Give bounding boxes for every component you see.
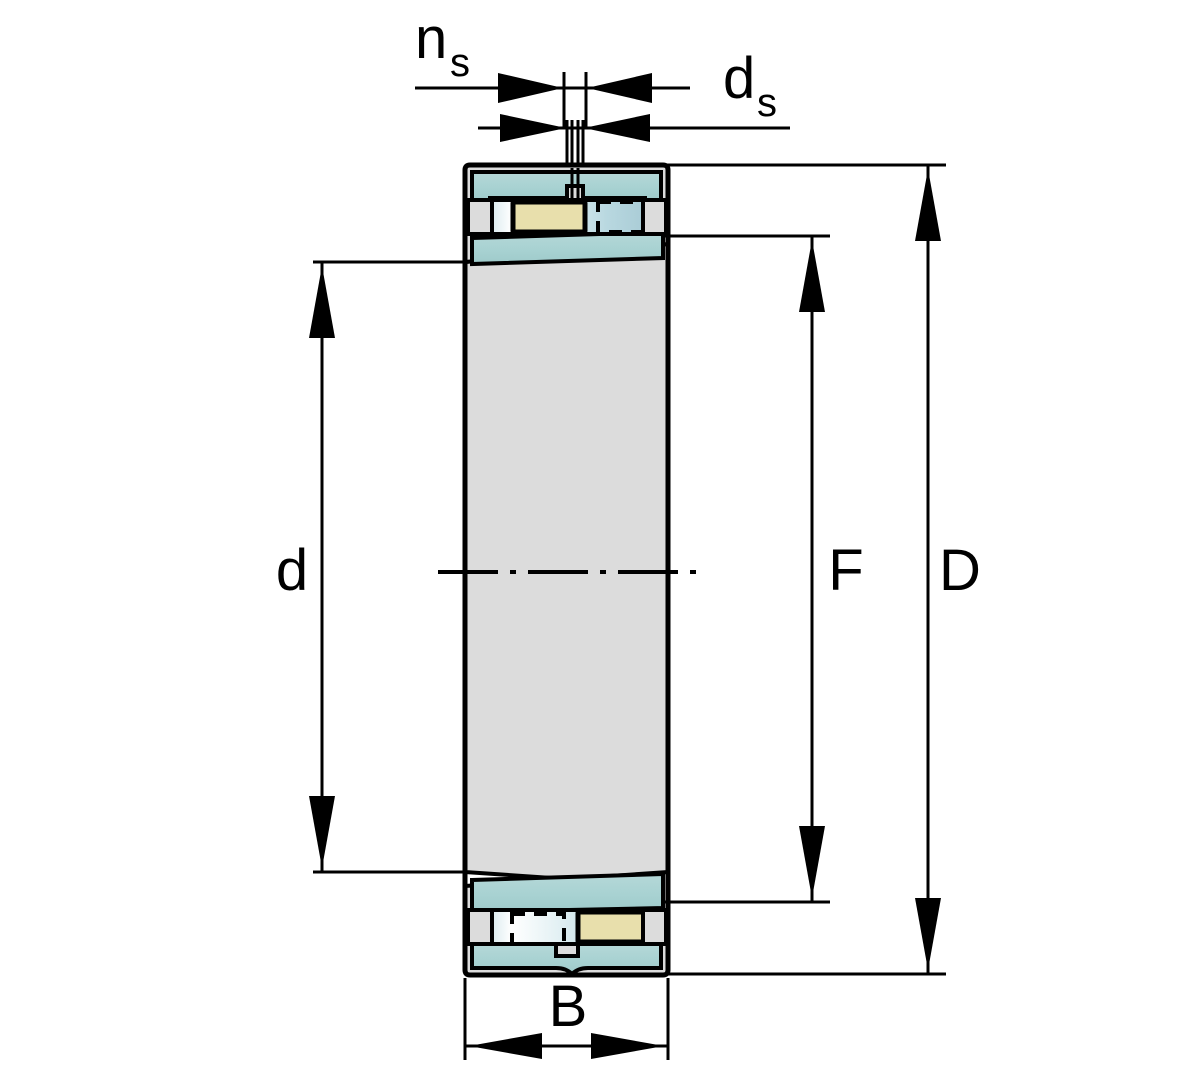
- ns-label-subscript: s: [450, 41, 470, 85]
- bearing-assembly: [462, 162, 671, 978]
- F-arrow-up: [799, 240, 825, 312]
- outer-ring-bottom-teal: [470, 942, 663, 977]
- B-label: B: [549, 974, 588, 1039]
- cage-pocket-top: [510, 199, 588, 235]
- B-arrow-left: [469, 1033, 542, 1059]
- ds-arrow-left: [500, 114, 566, 142]
- bottom-ring-group: [463, 869, 670, 977]
- label-ds: d s: [723, 46, 777, 125]
- shoulder-bottom-left: [466, 908, 494, 946]
- ns-label-main: n: [415, 6, 447, 71]
- ds-arrow-right: [584, 114, 650, 142]
- inner-ring-bottom-teal: [470, 871, 665, 915]
- dimension-ns: [415, 72, 690, 128]
- ns-arrow-left: [498, 73, 563, 103]
- outer-ring-top-teal: [470, 170, 663, 202]
- cage-pocket-bottom: [575, 909, 653, 945]
- inner-ring-top-teal: [470, 229, 665, 267]
- D-label: D: [939, 538, 981, 603]
- shoulder-top-left: [466, 198, 494, 236]
- shoulder-bottom-right: [641, 908, 668, 946]
- shoulder-top-right: [641, 198, 668, 236]
- d-label: d: [276, 538, 308, 603]
- d-arrow-up: [309, 266, 335, 338]
- dashed-hidden-edge-bottom: [510, 912, 566, 946]
- inner-ring-body: [463, 241, 670, 889]
- D-arrow-up: [915, 169, 941, 241]
- F-arrow-down: [799, 826, 825, 898]
- ds-label-subscript: s: [757, 81, 777, 125]
- dimension-ds: [478, 114, 790, 176]
- label-ns: n s: [415, 6, 470, 85]
- top-ring-group: [463, 163, 670, 267]
- dimension-d: d: [276, 260, 470, 874]
- F-label: F: [828, 538, 863, 603]
- ns-arrow-right: [587, 73, 652, 103]
- ds-label-main: d: [723, 46, 755, 111]
- B-arrow-right: [591, 1033, 664, 1059]
- dimension-D: D: [663, 163, 981, 976]
- D-arrow-down: [915, 898, 941, 970]
- dimension-F: F: [663, 234, 864, 904]
- d-arrow-down: [309, 796, 335, 868]
- dimension-B: B: [463, 974, 670, 1060]
